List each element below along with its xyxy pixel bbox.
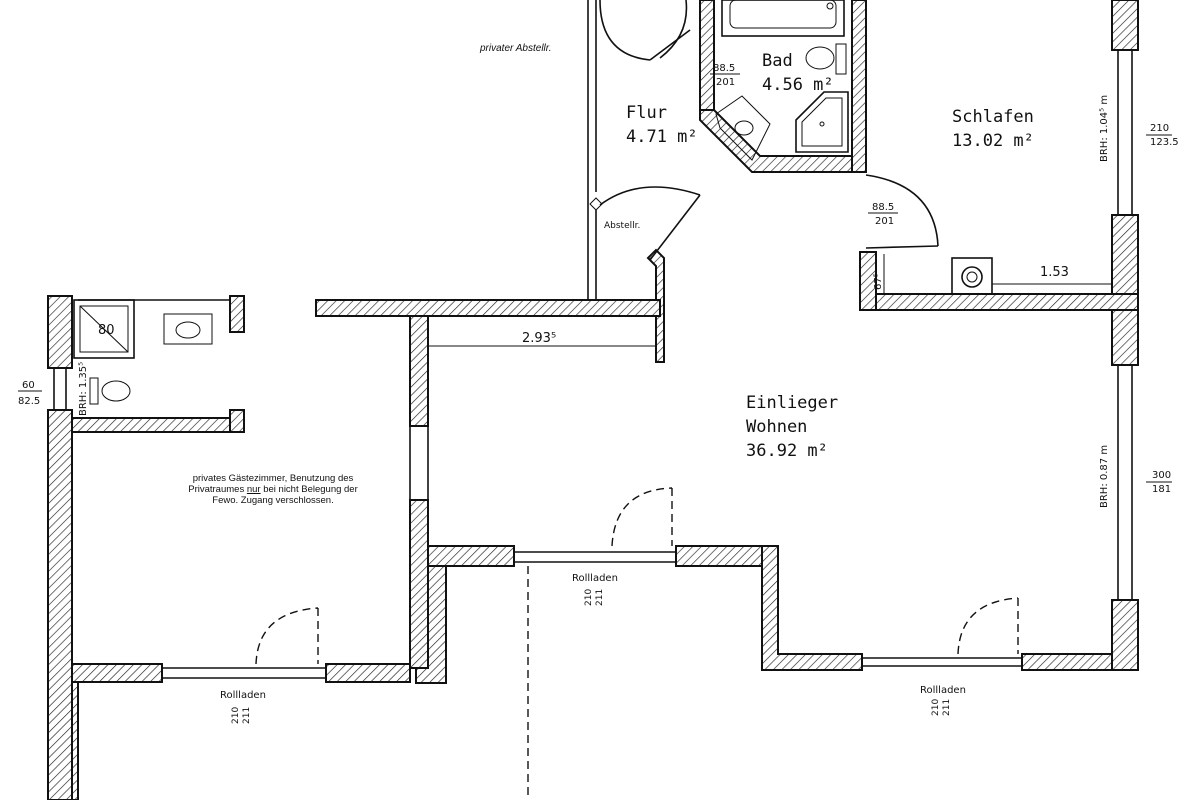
rollladen-2-label: Rollladen	[920, 685, 966, 696]
wohnen-area: 36.92 m²	[746, 441, 828, 461]
wohnen-doors	[611, 487, 1019, 655]
rollladen-3-label: Rollladen	[220, 690, 266, 701]
guest-window-dim-top: 60	[22, 380, 35, 391]
chimney	[951, 257, 993, 295]
abstellraum-label: Abstellr.	[604, 221, 640, 231]
guest-shower-dim: 80	[98, 323, 115, 338]
rollladen-3-dim-top: 210	[231, 707, 241, 724]
schlafen-door-dim-bottom: 201	[875, 216, 894, 227]
bad-name: Bad	[762, 51, 793, 71]
wohnen-name-line2: Wohnen	[746, 417, 807, 437]
wohnen-walls	[315, 299, 1139, 684]
guest-bath-brh: BRH: 1.35⁵	[78, 362, 89, 416]
bath-toilet	[805, 43, 847, 75]
guest-room-note: privates Gästezimmer, Benutzung des Priv…	[188, 473, 358, 506]
guest-washbasin	[163, 313, 213, 345]
rollladen-1-label: Rollladen	[572, 573, 618, 584]
flur-area: 4.71 m²	[626, 127, 698, 147]
schlafen-window-dim-bottom: 123.5	[1150, 137, 1179, 148]
schlafen-name: Schlafen	[952, 107, 1034, 127]
wohnen-window-dim-bottom: 181	[1152, 484, 1171, 495]
bad-area: 4.56 m²	[762, 75, 834, 95]
wohnen-windows	[514, 551, 1022, 667]
privater-abstellraum-label: privater Abstellr.	[479, 43, 552, 54]
wohnen-brh: BRH: 0.87 m	[1099, 445, 1110, 508]
guest-window-dim-bottom: 82.5	[18, 396, 40, 407]
schlafen-walls	[859, 0, 1139, 311]
guest-walls	[47, 295, 411, 800]
bath-shower	[795, 91, 849, 153]
wohnen-name-line1: Einlieger	[746, 393, 838, 413]
flur-width-dim: 2.93⁵	[522, 331, 556, 346]
rollladen-3-dim-bottom: 211	[242, 707, 252, 724]
schlafen-area: 13.02 m²	[952, 131, 1034, 151]
wohnen-window-dim-top: 300	[1152, 470, 1171, 481]
guest-shower	[73, 299, 135, 359]
rollladen-2-dim-top: 210	[931, 699, 941, 716]
rollladen-1-dim-top: 210	[584, 589, 594, 606]
schlafen-door	[865, 174, 939, 249]
rollladen-1-dim-bottom: 211	[595, 589, 605, 606]
bath-washbasin	[715, 95, 771, 161]
flur-name: Flur	[626, 103, 667, 123]
schlafen-door-dim-top: 88.5	[872, 202, 894, 213]
guest-door	[255, 607, 319, 665]
guest-toilet	[89, 377, 131, 405]
bathroom-walls	[699, 0, 867, 173]
bad-door-dim-bottom: 201	[716, 77, 735, 88]
bad-door-dim-top: 88.5	[713, 63, 735, 74]
schlafen-window-dim-top: 210	[1150, 123, 1169, 134]
schlafen-brh: BRH: 1.04⁵ m	[1099, 95, 1110, 162]
flur-doors	[589, 0, 701, 261]
rollladen-2-dim-bottom: 211	[942, 699, 952, 716]
bathtub	[721, 0, 845, 37]
schlafen-width-dim: 1.53	[1040, 265, 1069, 280]
schlafen-nook-dim: 67⁵	[873, 273, 884, 290]
